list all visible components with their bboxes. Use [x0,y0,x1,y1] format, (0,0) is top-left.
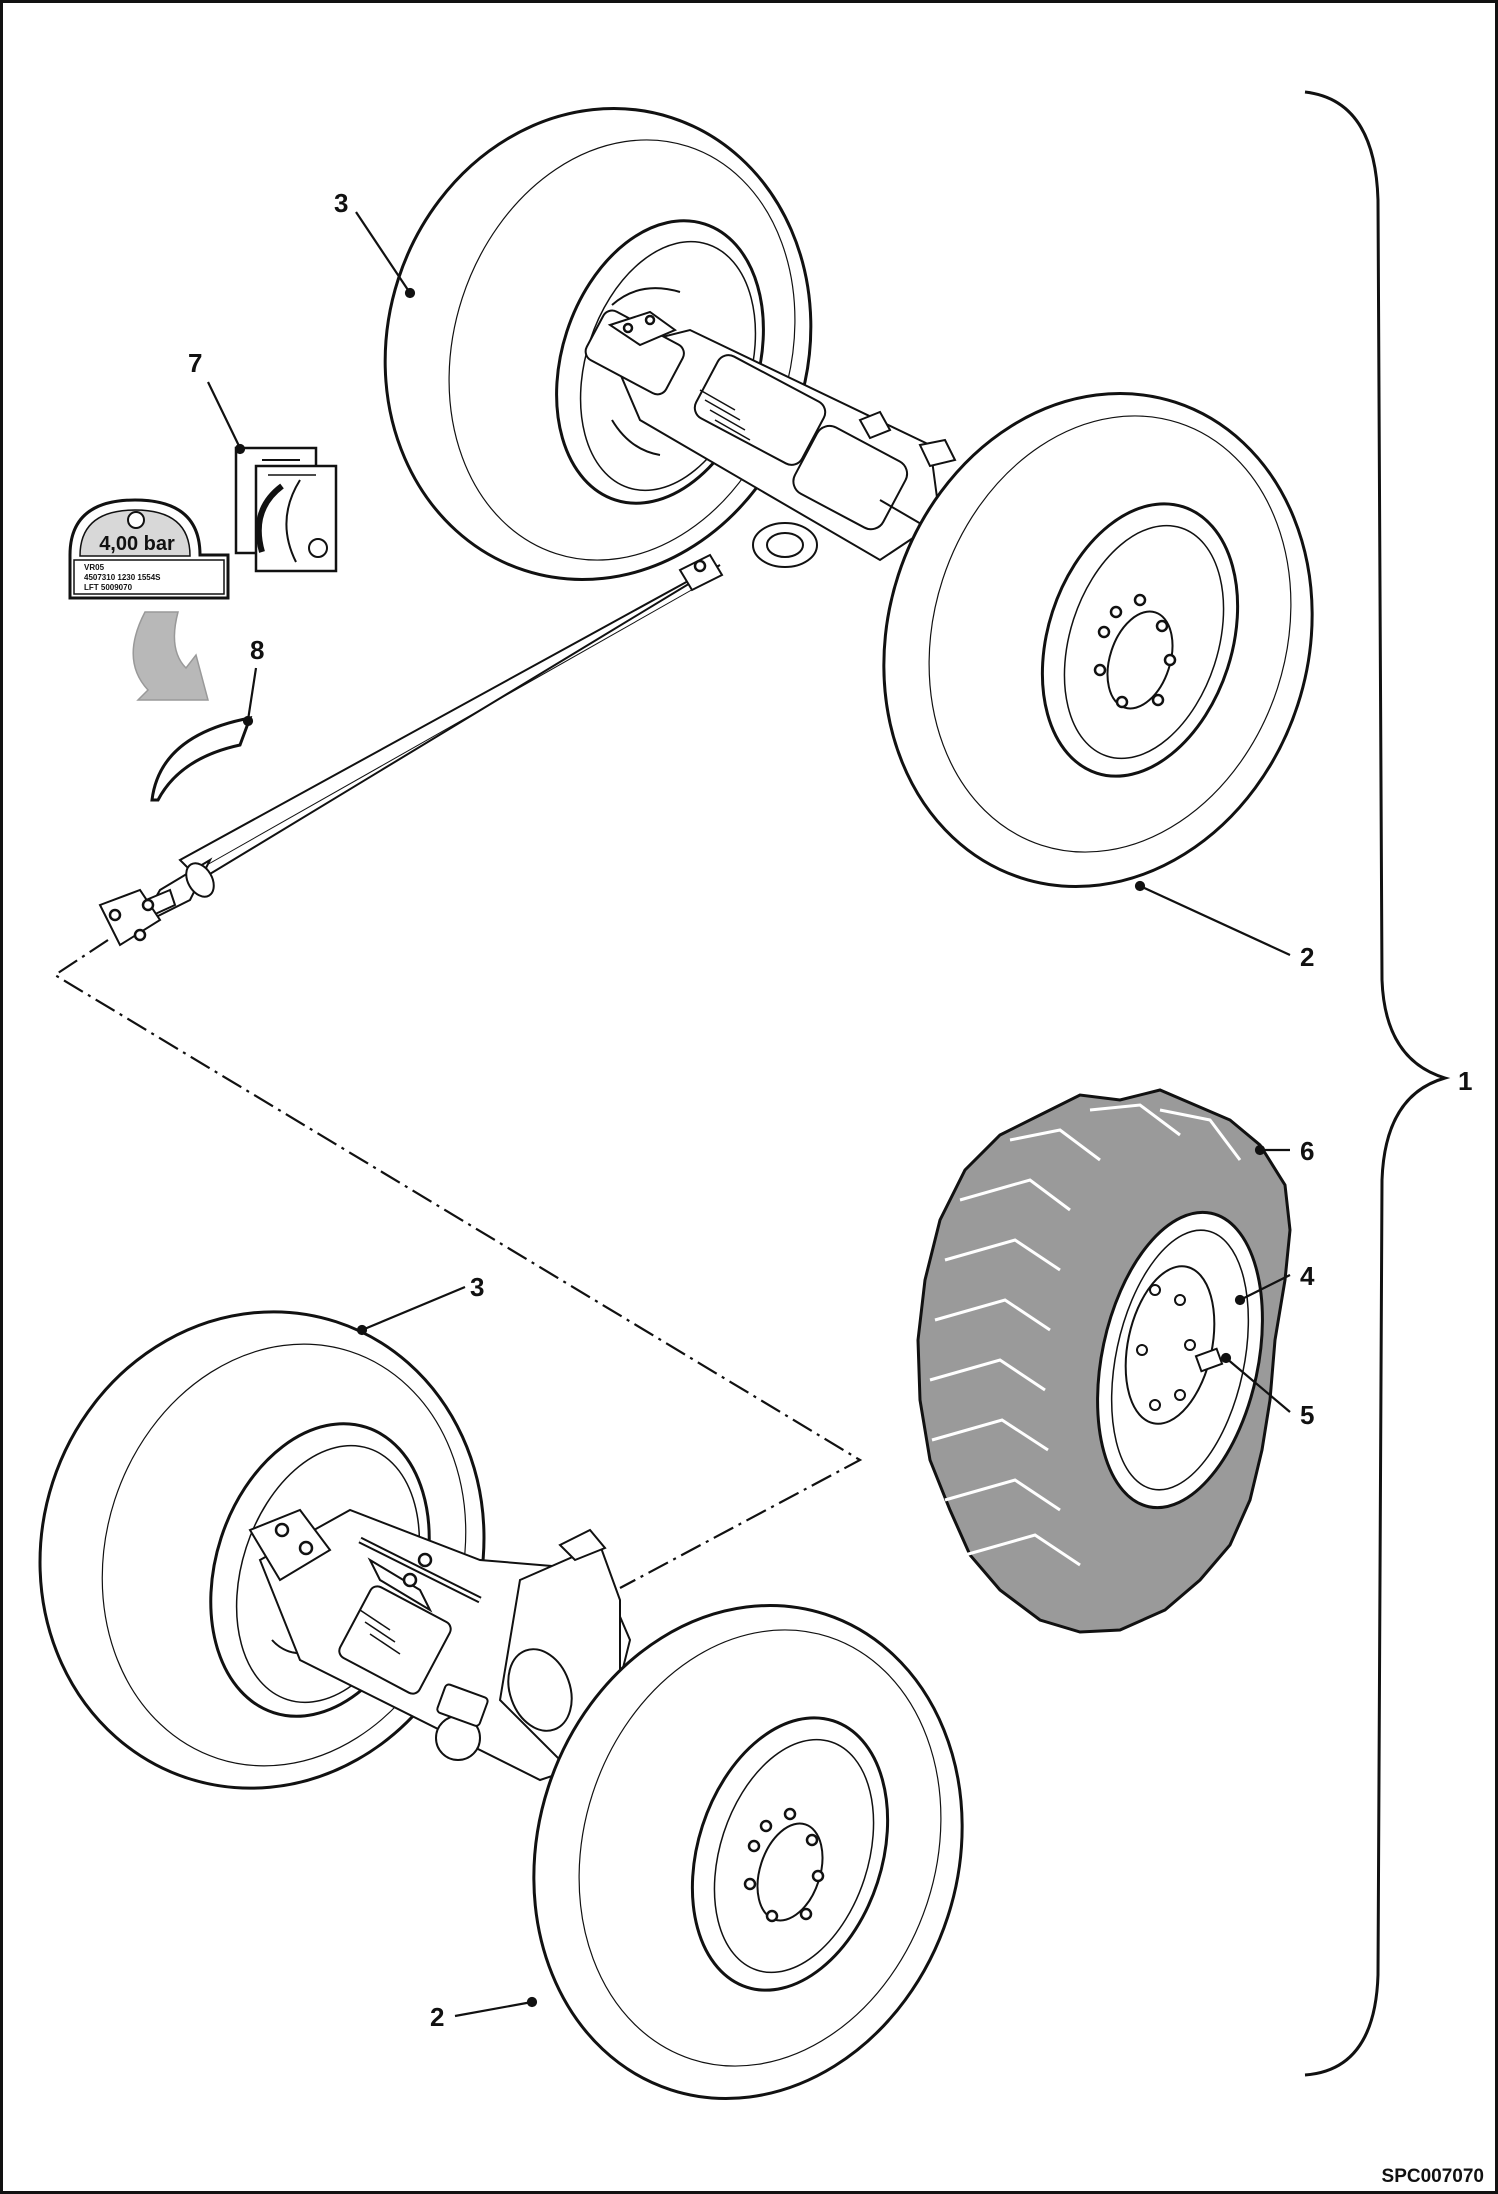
callout-8: 8 [250,635,264,665]
decal-line-1: VR05 [84,563,105,572]
lower-axle-housing [248,1508,632,1782]
lower-right-wheel [532,1604,964,2100]
instruction-decal-sheets [234,446,338,573]
callout-2-upper: 2 [1300,942,1314,972]
placement-arrow [132,611,209,701]
callout-5: 5 [1300,1400,1314,1430]
upper-axle-assembly [98,107,1314,947]
decal-pressure: 4,00 bar [99,533,175,555]
valve-stem [1194,1347,1224,1373]
drive-shaft [98,553,724,947]
rim-decal-shape [150,716,253,802]
lower-axle-assembly [38,1310,964,2100]
treaded-wheel [916,1088,1292,1634]
decal-line-3: LFT 5009070 [84,583,133,592]
tire-pressure-decal: 4,00 bar VR05 4507310 1230 1554S LFT 500… [68,498,230,600]
connection-line [52,939,863,1589]
assembly-brace [1304,90,1451,2077]
decal-line-2: 4507310 1230 1554S [84,573,161,582]
callout-4: 4 [1300,1261,1315,1291]
callout-3-upper: 3 [334,188,348,218]
leader-lines [207,211,1291,2018]
callout-3-lower: 3 [470,1272,484,1302]
callout-7: 7 [188,348,202,378]
callout-numbers: 3 7 8 2 1 6 4 5 3 2 [188,188,1472,2032]
tread-lugs [929,1103,1242,1567]
upper-right-wheel [882,392,1314,888]
decal-group: 4,00 bar VR05 4507310 1230 1554S LFT 500… [68,446,338,802]
pressure-gauge-icon [127,511,145,529]
callout-1: 1 [1458,1066,1472,1096]
upper-axle-housing [584,309,957,568]
callout-6: 6 [1300,1136,1314,1166]
figure-id: SPC007070 [1382,2166,1484,2187]
callout-2-lower: 2 [430,2002,444,2032]
